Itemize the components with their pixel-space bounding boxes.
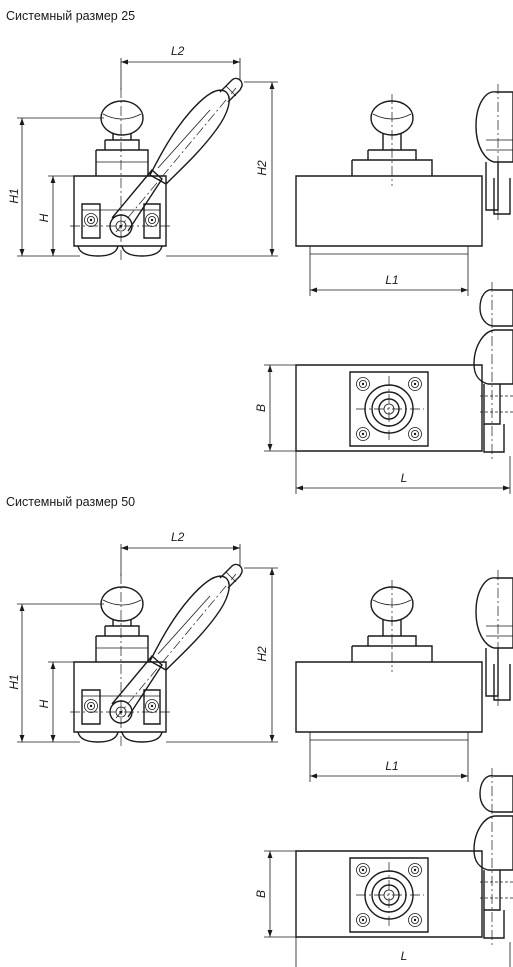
top-view-drawing — [264, 768, 513, 967]
dimension-h: H — [37, 699, 51, 708]
section-caption: Системный размер 25 — [6, 9, 135, 23]
dimension-l: L — [401, 471, 408, 485]
dimension-l1: L1 — [385, 759, 398, 773]
dimension-h: H — [37, 213, 51, 222]
section-caption: Системный размер 50 — [6, 495, 135, 509]
dimension-h2: H2 — [255, 646, 269, 662]
dimension-l1: L1 — [385, 273, 398, 287]
dimension-l2: L2 — [171, 530, 185, 544]
section-size-25: Системный размер 25 L2 H1 H H2 L1 B L — [6, 9, 513, 494]
dimension-b: B — [254, 890, 268, 898]
front-view-drawing — [296, 84, 513, 296]
side-view-drawing — [17, 58, 278, 262]
dimension-b: B — [254, 404, 268, 412]
top-view-drawing — [264, 282, 513, 494]
side-view-drawing — [17, 544, 278, 748]
section-size-50: Системный размер 50 L2 H1 H H2 L1 B L — [6, 495, 513, 967]
front-view-drawing — [296, 570, 513, 782]
dimension-l: L — [401, 949, 408, 963]
dimension-l2: L2 — [171, 44, 185, 58]
dimension-h2: H2 — [255, 160, 269, 176]
dimension-h1: H1 — [7, 188, 21, 203]
dimension-h1: H1 — [7, 674, 21, 689]
